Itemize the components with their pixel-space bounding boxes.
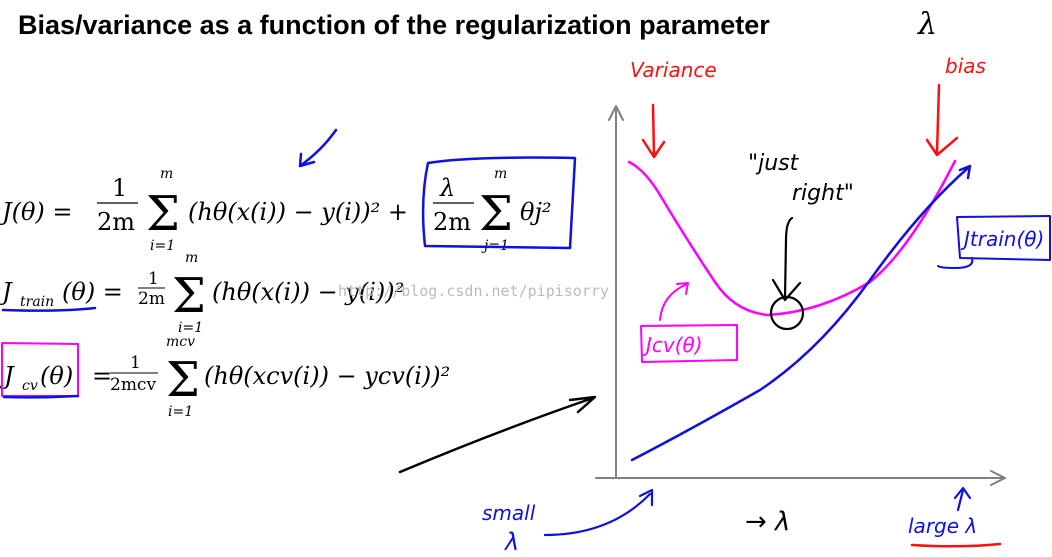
j-num: 1 bbox=[112, 174, 127, 202]
optimum-circle bbox=[769, 295, 805, 331]
cv-error-equation: J cv (θ) = 1 2mcv mcv Σ i=1 (hθ(xcv(i)) … bbox=[0, 334, 450, 420]
j-lhs: J(θ) = bbox=[0, 198, 73, 226]
just-label: "just bbox=[748, 151, 800, 176]
small-label: small bbox=[482, 501, 536, 525]
jcv-sum-bot: i=1 bbox=[168, 404, 193, 420]
jtrain-label-box bbox=[956, 215, 1051, 261]
arrow-icon bbox=[771, 216, 802, 302]
jtrain-j: J bbox=[0, 278, 13, 306]
jcv-num: 1 bbox=[130, 353, 141, 373]
underline bbox=[1, 306, 97, 312]
arrow-icon bbox=[937, 257, 974, 269]
j-den: 2m bbox=[97, 208, 135, 236]
arrow-icon bbox=[543, 488, 654, 537]
jcv-label-box bbox=[640, 324, 738, 363]
jtrain-den: 2m bbox=[138, 289, 165, 309]
cost-function-equation: J(θ) = 1 2m m Σ i=1 (hθ(x(i)) − y(i))² +… bbox=[0, 128, 577, 254]
j-sum-top: m bbox=[160, 166, 173, 182]
x-axis bbox=[595, 470, 1006, 486]
arrow-icon bbox=[925, 83, 959, 157]
jcv-eq: = bbox=[92, 362, 112, 390]
jcv-sum-top: mcv bbox=[166, 334, 195, 350]
j-reg-den: 2m bbox=[433, 208, 471, 236]
jtrain-body: (hθ(x(i)) − y(i))² bbox=[212, 278, 404, 306]
j-sigma: Σ bbox=[146, 186, 180, 242]
jtrain-sub: train bbox=[20, 294, 54, 310]
cv-error-curve bbox=[627, 159, 957, 317]
train-error-curve bbox=[630, 164, 972, 462]
jcv-sigma: Σ bbox=[166, 352, 200, 408]
large-lambda-label: large λ bbox=[908, 514, 977, 538]
j-reg-term: θj² bbox=[520, 198, 552, 226]
jtrain-num: 1 bbox=[148, 269, 159, 289]
jtrain-label: Jtrain(θ) bbox=[960, 227, 1044, 251]
small-lambda: λ bbox=[503, 528, 519, 556]
regularization-box bbox=[421, 156, 577, 250]
jcv-j: J bbox=[0, 362, 15, 390]
arrow-icon bbox=[398, 395, 597, 474]
jcv-rest: (θ) bbox=[40, 362, 73, 390]
jtrain-sum-top: m bbox=[185, 250, 198, 266]
arrow-icon bbox=[641, 103, 666, 159]
underline bbox=[2, 394, 80, 399]
bias-label: bias bbox=[945, 54, 986, 78]
j-reg-sigma: Σ bbox=[479, 186, 513, 242]
y-axis bbox=[608, 105, 624, 479]
jcv-sub: cv bbox=[22, 378, 38, 394]
right-label: right" bbox=[792, 181, 854, 206]
x-axis-label: → λ bbox=[745, 507, 790, 537]
jcv-body: (hθ(xcv(i)) − ycv(i))² bbox=[204, 362, 450, 390]
slide-title: Bias/variance as a function of the regul… bbox=[18, 10, 770, 40]
plot: Variance bias "just right" Jtrain(θ) Jcv… bbox=[398, 54, 1051, 556]
variance-label: Variance bbox=[630, 58, 717, 82]
j-body: (hθ(x(i)) − y(i))² + bbox=[188, 198, 408, 226]
arrow-icon bbox=[953, 486, 972, 512]
jcv-label: Jcv(θ) bbox=[642, 333, 703, 357]
jtrain-sum-bot: i=1 bbox=[178, 320, 203, 336]
j-reg-top: m bbox=[494, 166, 507, 182]
jtrain-rest: (θ) = bbox=[62, 278, 123, 306]
train-error-equation: J train (θ) = 1 2m m Σ i=1 (hθ(x(i)) − y… bbox=[0, 250, 404, 336]
j-reg-num: λ bbox=[439, 174, 455, 202]
jcv-den: 2mcv bbox=[110, 375, 156, 395]
arrow-icon bbox=[298, 128, 338, 168]
title-lambda: λ bbox=[917, 7, 937, 42]
jtrain-sigma: Σ bbox=[172, 268, 206, 324]
arrow-icon bbox=[659, 282, 689, 321]
underline bbox=[910, 542, 1002, 548]
j-sum-bot: i=1 bbox=[150, 238, 175, 254]
watermark: http://blog.csdn.net/pipisorry bbox=[338, 282, 609, 300]
